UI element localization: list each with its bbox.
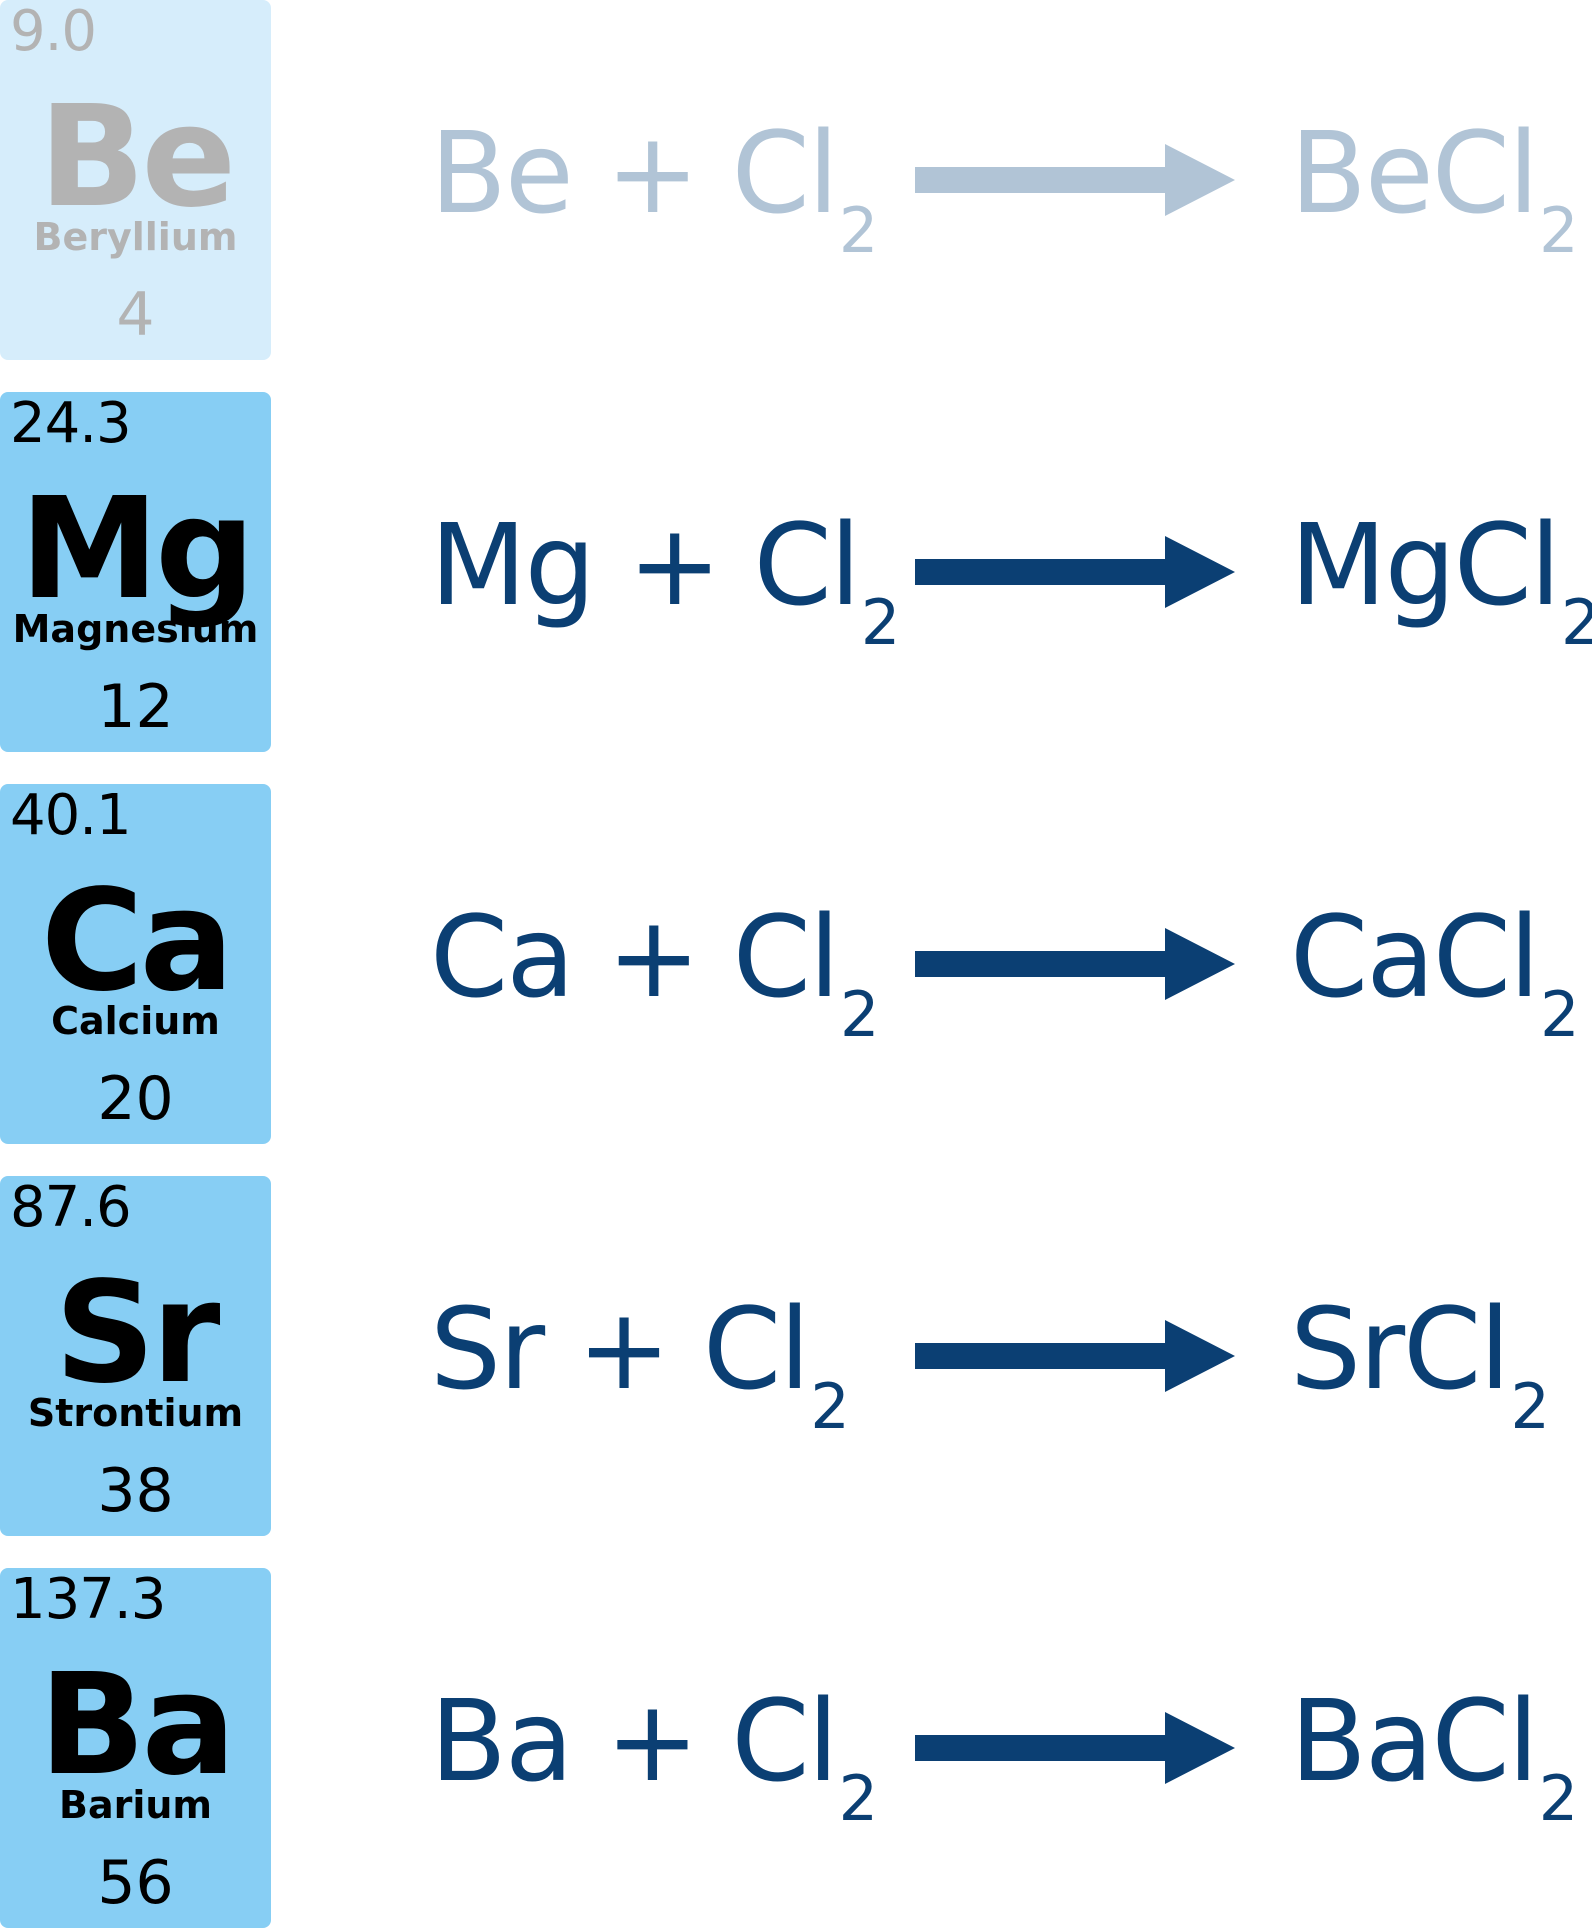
product-subscript: 2 [1540, 978, 1579, 1051]
reactant-gas: Cl [753, 501, 861, 631]
product-subscript: 2 [1510, 1370, 1549, 1443]
product-formula: BeCl [1290, 109, 1539, 239]
reactant-subscript: 2 [838, 1762, 878, 1835]
right-arrow-icon [915, 928, 1235, 1000]
atomic-mass: 87.6 [10, 1175, 132, 1240]
product-formula: CaCl [1290, 893, 1540, 1023]
reaction-row-strontium: 87.6 Sr Strontium 38 Sr+Cl2 SrCl2 [0, 1176, 1592, 1536]
element-tile-calcium: 40.1 Ca Calcium 20 [0, 784, 271, 1144]
element-symbol: Be [38, 76, 237, 239]
element-symbol: Ba [38, 1644, 236, 1807]
right-arrow-icon [915, 1320, 1235, 1392]
element-symbol: Mg [19, 468, 256, 631]
element-name: Magnesium [12, 607, 259, 651]
reactants: Ba+Cl2 [430, 1686, 878, 1830]
product: MgCl2 [1290, 510, 1592, 654]
product: CaCl2 [1290, 902, 1580, 1046]
reaction-row-beryllium: 9.0 Be Beryllium 4 Be+Cl2 BeCl2 [0, 0, 1592, 360]
plus-sign: + [627, 501, 722, 631]
product-subscript: 2 [1538, 1762, 1578, 1835]
plus-sign: + [605, 109, 700, 239]
reactants: Sr+Cl2 [430, 1294, 850, 1438]
element-name: Calcium [51, 999, 220, 1043]
product-formula: BaCl [1290, 1677, 1539, 1807]
atomic-mass: 40.1 [10, 783, 132, 848]
reactants: Be+Cl2 [430, 118, 878, 262]
atomic-number: 4 [116, 280, 155, 350]
product-subscript: 2 [1539, 194, 1578, 267]
plus-sign: + [577, 1285, 671, 1415]
element-name: Barium [58, 1783, 213, 1827]
reactant-metal: Mg [430, 501, 596, 631]
reaction-row-calcium: 40.1 Ca Calcium 20 Ca+Cl2 CaCl2 [0, 784, 1592, 1144]
product: BeCl2 [1290, 118, 1579, 262]
reactant-metal: Be [430, 109, 574, 239]
plus-sign: + [606, 893, 701, 1023]
product-formula: SrCl [1290, 1285, 1510, 1415]
reactant-gas: Cl [702, 1285, 810, 1415]
reactant-metal: Ca [430, 893, 575, 1023]
reactant-subscript: 2 [860, 586, 900, 659]
reactant-metal: Sr [430, 1285, 545, 1415]
product-subscript: 2 [1561, 586, 1592, 659]
reactants: Ca+Cl2 [430, 902, 879, 1046]
right-arrow-icon [915, 144, 1235, 216]
reactant-subscript: 2 [840, 978, 879, 1051]
reactant-gas: Cl [731, 109, 839, 239]
right-arrow-icon [915, 536, 1235, 608]
reactant-subscript: 2 [810, 1370, 849, 1443]
product: SrCl2 [1290, 1294, 1550, 1438]
reactant-gas: Cl [732, 893, 840, 1023]
element-tile-magnesium: 24.3 Mg Magnesium 12 [0, 392, 271, 752]
atomic-number: 38 [97, 1456, 174, 1526]
atomic-number: 56 [97, 1848, 174, 1918]
atomic-number: 12 [97, 672, 174, 742]
atomic-number: 20 [97, 1064, 174, 1134]
reaction-row-magnesium: 24.3 Mg Magnesium 12 Mg+Cl2 MgCl2 [0, 392, 1592, 752]
element-symbol: Ca [40, 860, 234, 1023]
atomic-mass: 24.3 [10, 391, 132, 456]
element-name: Beryllium [33, 215, 238, 259]
reactant-subscript: 2 [838, 194, 878, 267]
element-symbol: Sr [54, 1252, 221, 1415]
reaction-row-barium: 137.3 Ba Barium 56 Ba+Cl2 BaCl2 [0, 1568, 1592, 1928]
element-tile-barium: 137.3 Ba Barium 56 [0, 1568, 271, 1928]
atomic-mass: 137.3 [10, 1567, 166, 1632]
product-formula: MgCl [1290, 501, 1561, 631]
right-arrow-icon [915, 1712, 1235, 1784]
atomic-mass: 9.0 [10, 0, 97, 64]
product: BaCl2 [1290, 1686, 1578, 1830]
element-tile-beryllium: 9.0 Be Beryllium 4 [0, 0, 271, 360]
plus-sign: + [605, 1677, 699, 1807]
element-tile-strontium: 87.6 Sr Strontium 38 [0, 1176, 271, 1536]
reactant-metal: Ba [430, 1677, 573, 1807]
reactants: Mg+Cl2 [430, 510, 900, 654]
reactant-gas: Cl [731, 1677, 838, 1807]
element-name: Strontium [27, 1391, 244, 1435]
